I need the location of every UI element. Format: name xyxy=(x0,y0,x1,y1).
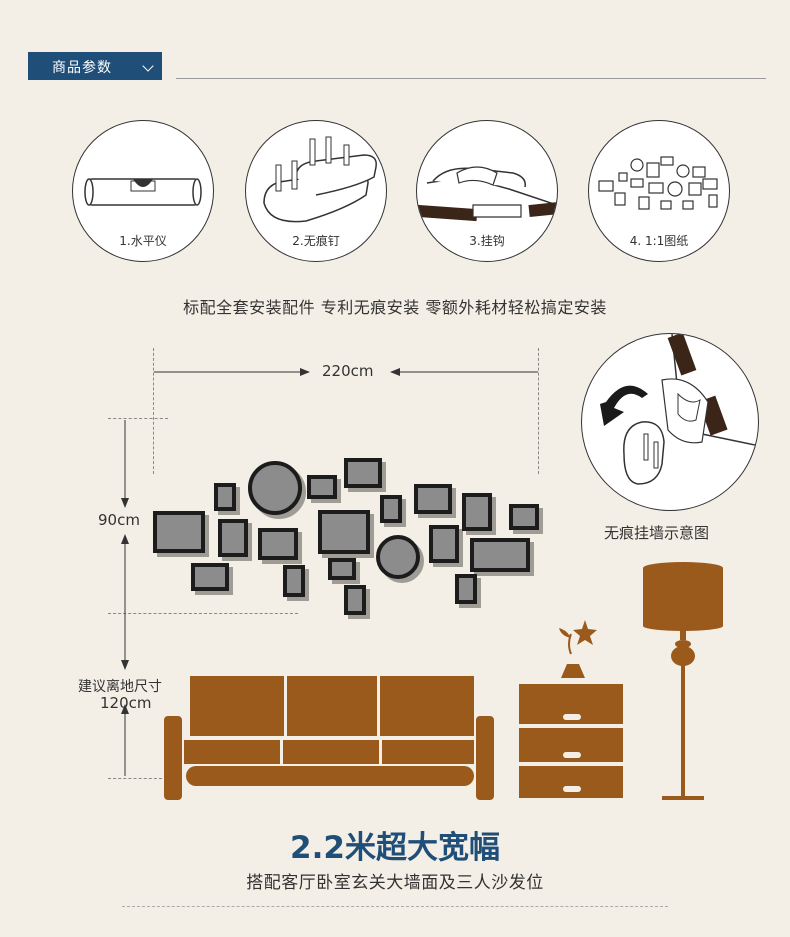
height-guide-bottom xyxy=(108,613,298,614)
accessory-label: 1.水平仪 xyxy=(119,234,167,248)
width-guide-left xyxy=(153,348,154,474)
suggest-value: 120cm xyxy=(100,694,152,712)
width-guide-right xyxy=(538,348,539,474)
accessories-tagline: 标配全套安装配件 专利无痕安装 零额外耗材轻松搞定安装 xyxy=(183,298,607,317)
sofa-illustration xyxy=(164,676,494,800)
side-cabinet xyxy=(519,620,623,798)
template-icon xyxy=(598,156,718,210)
width-value: 220cm xyxy=(322,362,374,380)
suggest-label: 建议离地尺寸 xyxy=(78,679,162,695)
height-value: 90cm xyxy=(98,511,140,529)
accessory-hook: 3.挂钩 xyxy=(416,120,558,262)
chevron-down-icon xyxy=(142,60,154,72)
height-arrows xyxy=(121,420,129,776)
height-guide-top xyxy=(108,418,168,419)
accessory-nail: 2.无痕钉 xyxy=(245,120,387,262)
headline: 2.2米超大宽幅 xyxy=(290,830,500,866)
accessory-label: 3.挂钩 xyxy=(469,234,505,248)
header-divider xyxy=(176,78,766,79)
accessory-label: 4. 1:1图纸 xyxy=(629,234,689,248)
accessory-level: 1.水平仪 xyxy=(72,120,214,262)
level-icon xyxy=(84,178,202,206)
tab-label: 商品参数 xyxy=(52,60,112,76)
floor-guide xyxy=(108,778,162,779)
nail-icon xyxy=(263,136,377,223)
bottom-divider xyxy=(122,906,668,907)
floor-lamp xyxy=(643,562,723,800)
accessory-label: 2.无痕钉 xyxy=(292,234,340,248)
wall-mount-diagram xyxy=(581,333,759,511)
photo-wall xyxy=(153,458,539,615)
subheadline: 搭配客厅卧室玄关大墙面及三人沙发位 xyxy=(246,873,544,893)
hook-icon xyxy=(417,166,557,222)
hook-mount-icon xyxy=(600,334,758,485)
wall-mount-caption: 无痕挂墙示意图 xyxy=(604,524,710,542)
product-params-tab[interactable]: 商品参数 xyxy=(28,52,162,80)
accessory-template: 4. 1:1图纸 xyxy=(588,120,730,262)
width-arrow xyxy=(154,368,538,376)
